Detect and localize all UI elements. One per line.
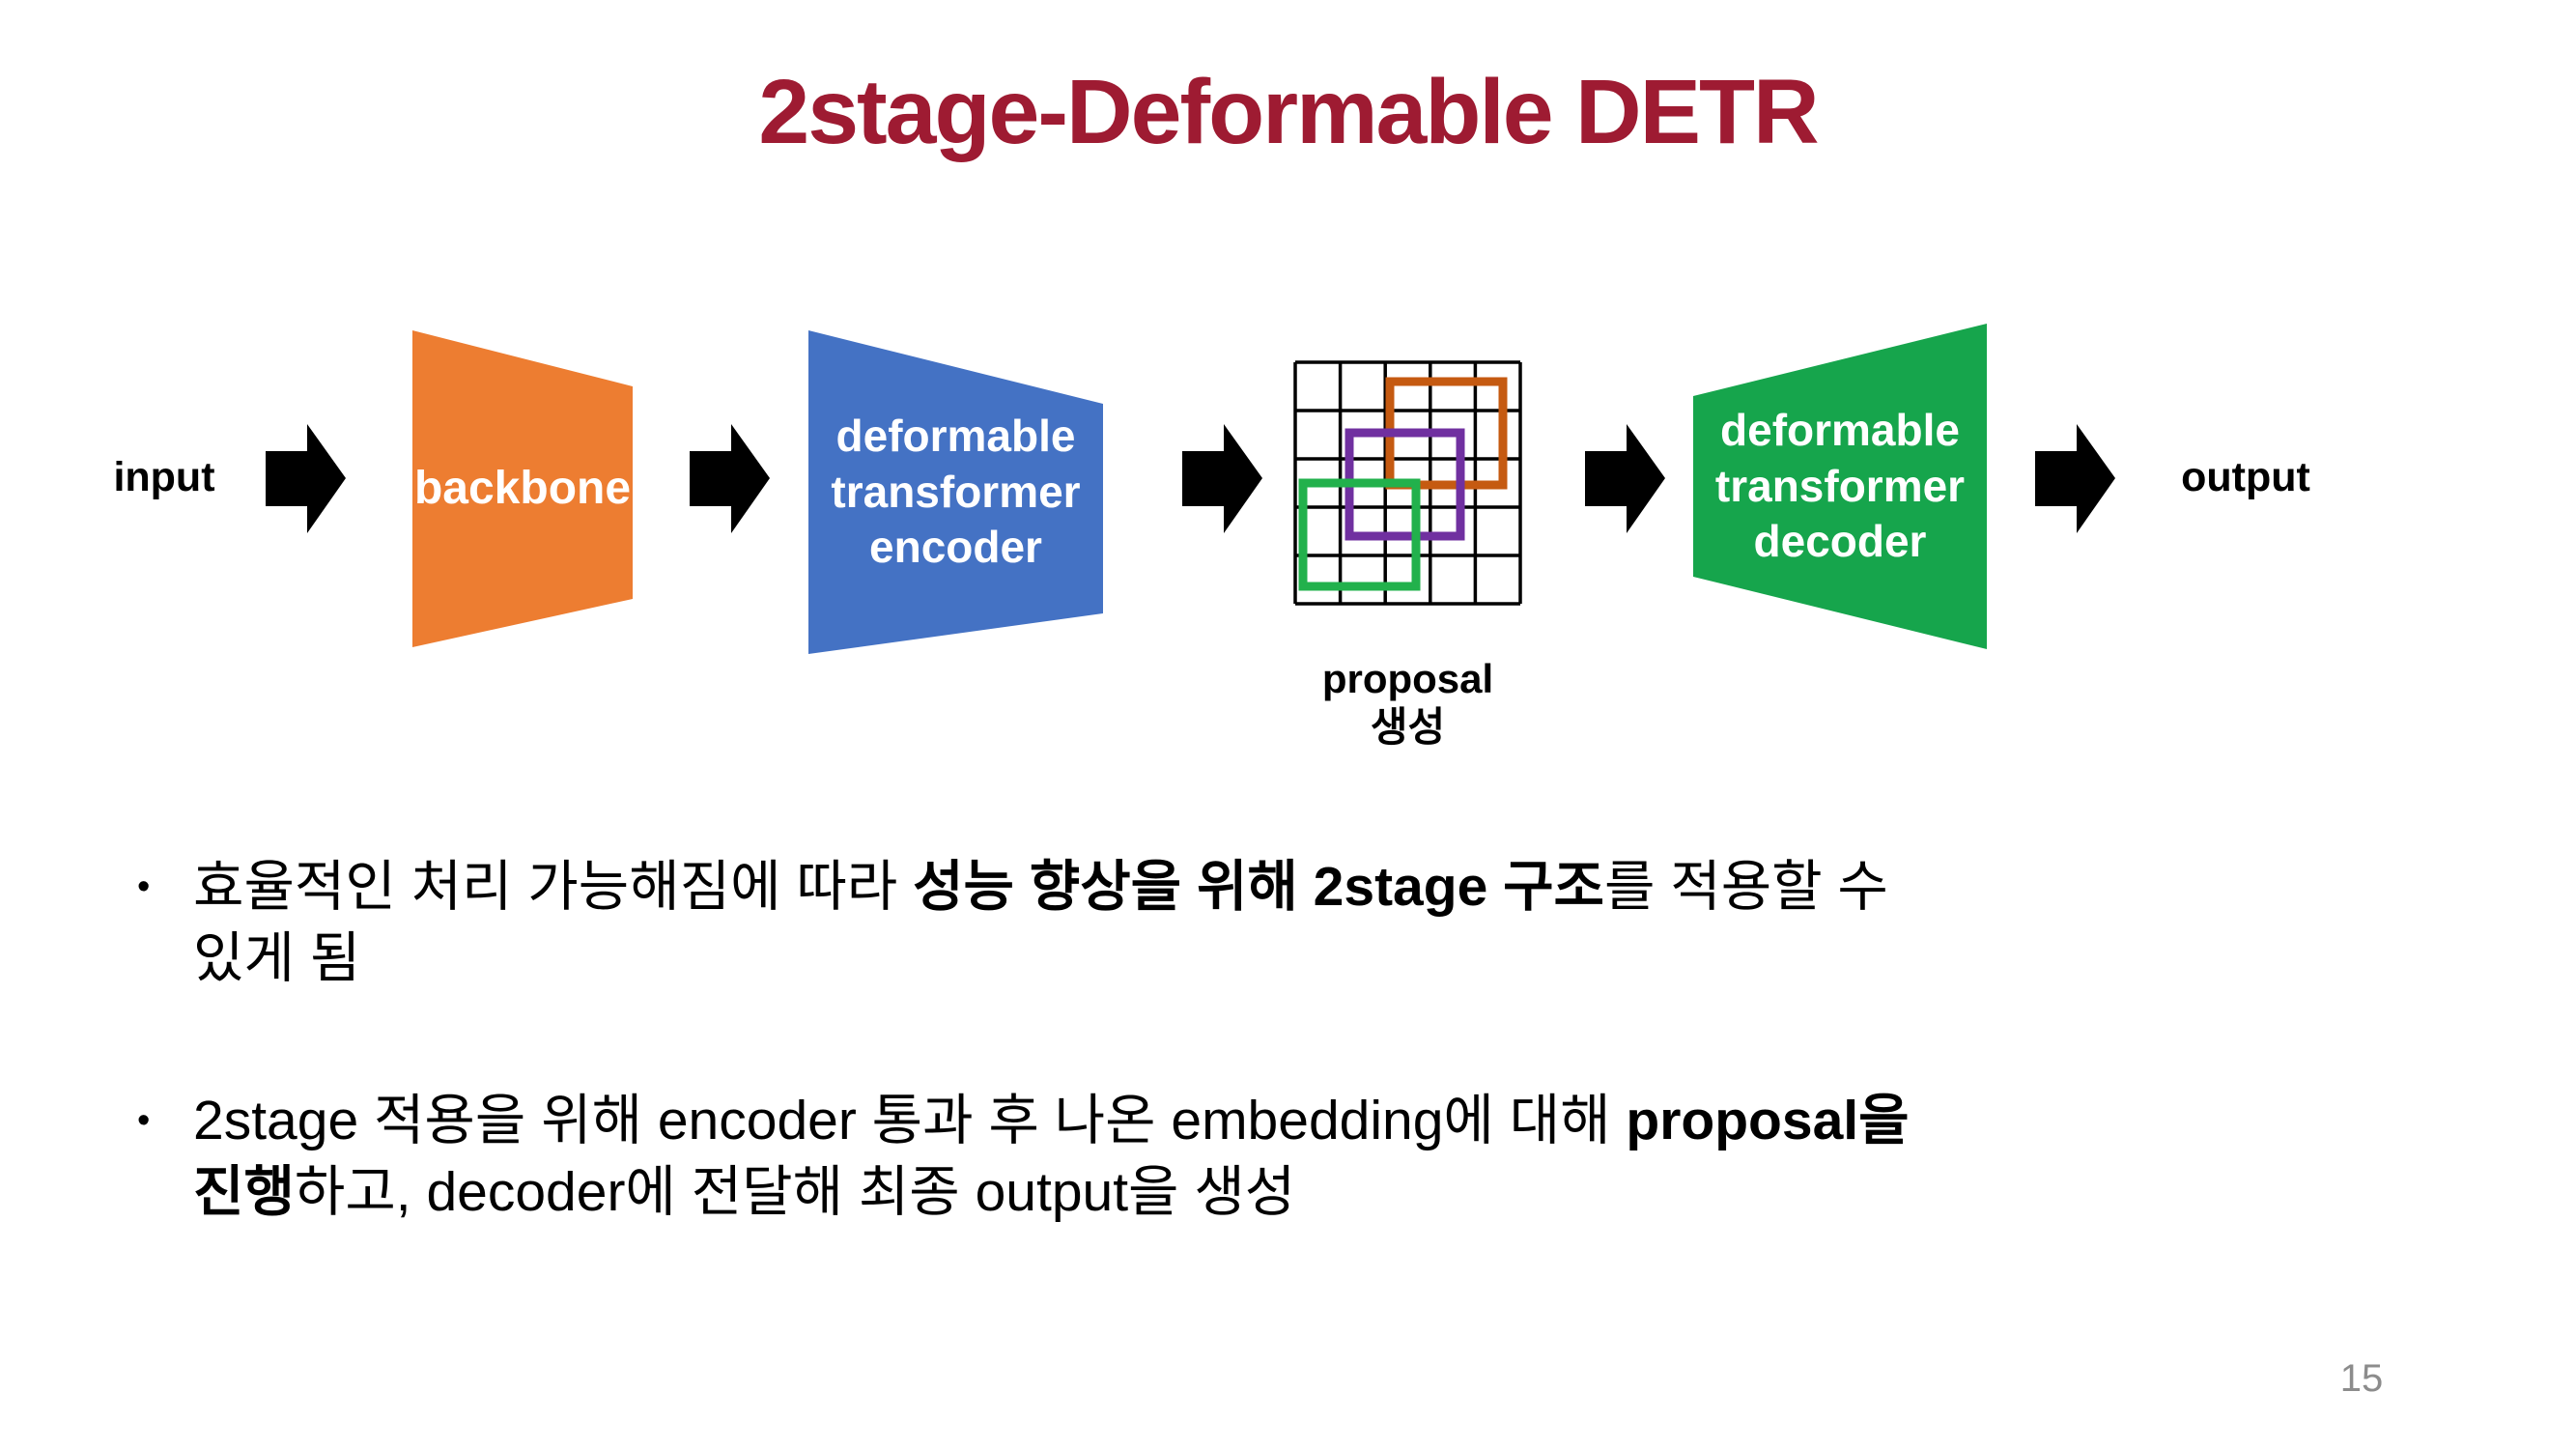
bullet-item: • 2stage 적용을 위해 encoder 통과 후 나온 embedding… [137,1086,2436,1228]
proposal-caption: proposal 생성 [1321,656,1494,751]
flow-arrow-2 [690,424,770,533]
flow-arrow-3 [1182,424,1262,533]
decoder-shape: deformable transformer decoder [1693,324,1987,649]
bullet-text-segment: 를 적용할 수 [1604,856,1888,918]
backbone-shape: backbone [412,330,633,647]
flow-arrow-4 [1585,424,1665,533]
bullet-text-segment: 2stage 적용을 위해 encoder 통과 후 나온 embedding에… [193,1090,1627,1152]
output-label: output [2181,454,2310,500]
bullet-text-bold-segment: proposal을 [1626,1090,1910,1152]
proposal-grid [1293,360,1522,606]
bullet-dot: • [137,1100,151,1142]
backbone-label: backbone [413,463,632,514]
bullet-text-segment: 하고, decoder에 전달해 최종 output을 생성 [294,1160,1296,1223]
decoder-label: deformable transformer decoder [1714,405,1966,567]
bullet-list: • 효율적인 처리 가능해짐에 따라 성능 향상을 위해 2stage 구조를 적… [137,852,2436,1320]
bullet-text: 2stage 적용을 위해 encoder 통과 후 나온 embedding에… [193,1086,1910,1228]
page-title: 2stage-Deformable DETR [758,61,1819,163]
encoder-shape: deformable transformer encoder [808,330,1103,654]
flow-arrow-5 [2035,424,2115,533]
bullet-text-segment: 있게 됨 [193,926,361,989]
page-number: 15 [2339,1357,2384,1400]
input-label: input [113,454,215,500]
bullet-item: • 효율적인 처리 가능해짐에 따라 성능 향상을 위해 2stage 구조를 적… [137,852,2436,994]
bullet-text-segment: 효율적인 처리 가능해짐에 따라 [193,856,914,918]
bullet-text-bold-segment: 진행 [193,1160,295,1223]
bullet-text-bold-segment: 성능 향상을 위해 2stage 구조 [913,856,1604,918]
bullet-text: 효율적인 처리 가능해짐에 따라 성능 향상을 위해 2stage 구조를 적용… [193,852,1888,994]
bullet-dot: • [137,867,151,907]
flow-arrow-1 [266,424,346,533]
encoder-label: deformable transformer encoder [831,411,1081,573]
proposal-box-green [1298,478,1421,591]
